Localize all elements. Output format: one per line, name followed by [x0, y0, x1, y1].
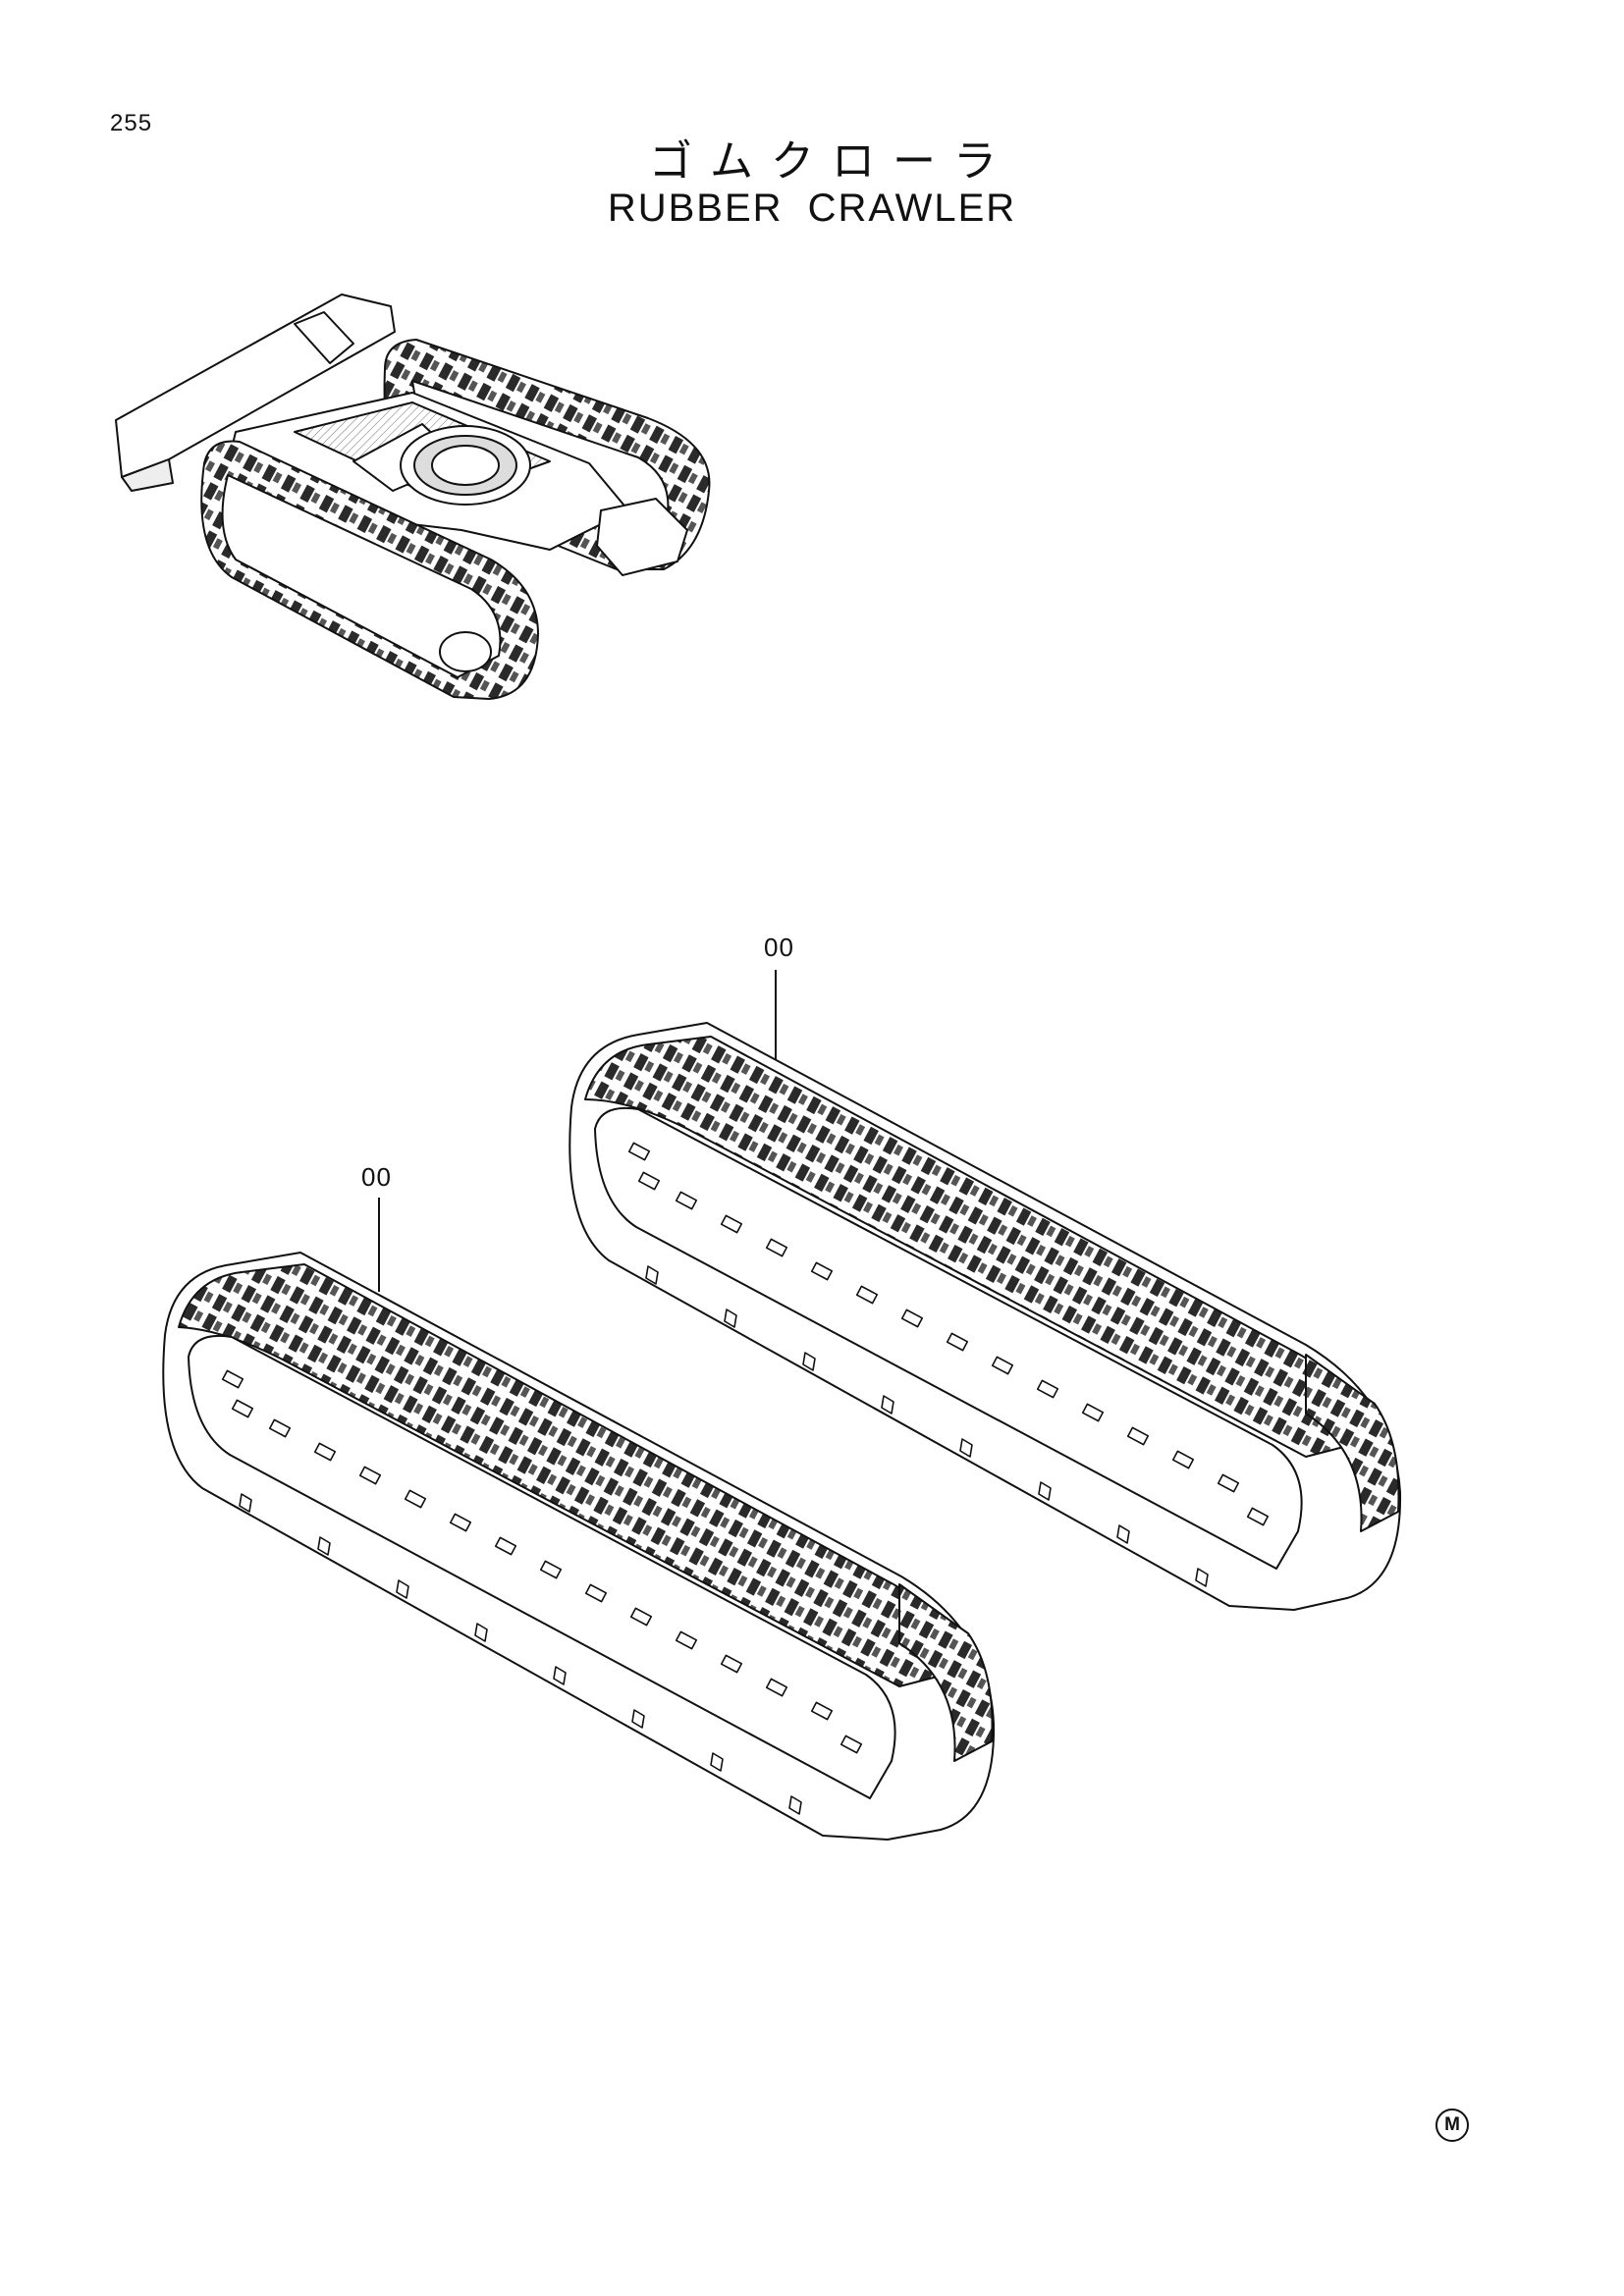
page-number: 255 — [110, 110, 153, 136]
part-callout: 00 — [764, 933, 794, 962]
rubber-crawler-track-icon — [568, 970, 1402, 1611]
part-callout: 00 — [361, 1162, 392, 1192]
rubber-crawler-track-icon — [162, 1198, 996, 1841]
circled-m-mark: M — [1435, 2109, 1469, 2142]
page-title-english: RUBBER CRAWLER — [607, 187, 1017, 230]
page-title-japanese: ゴムクローラ — [649, 136, 1014, 187]
undercarriage-overview-icon — [115, 294, 711, 700]
